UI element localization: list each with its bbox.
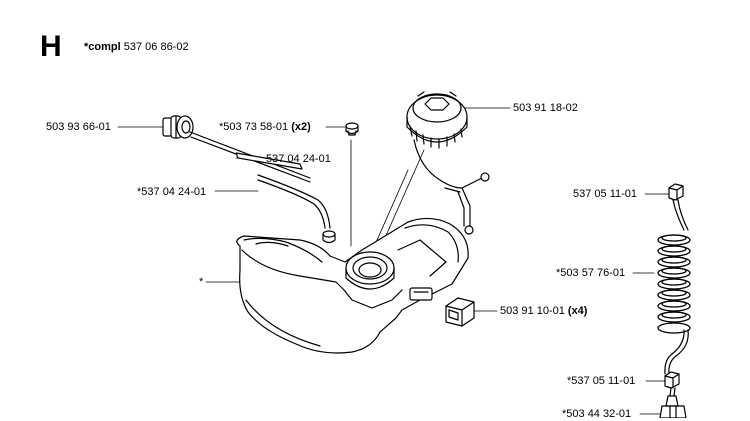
- tank-mount-tab: [409, 287, 433, 301]
- callout-hose-lower: *537 04 24-01: [137, 186, 207, 198]
- fuel-cap-part: [406, 91, 490, 235]
- assembly-number: *compl 537 06 86-02: [84, 41, 189, 53]
- fuel-tank-part: [236, 217, 469, 354]
- callout-fuel-filter: *503 44 32-01: [562, 408, 632, 420]
- leader-lines: [117, 107, 671, 415]
- grommet-part: [345, 122, 359, 136]
- callout-fuel-tank: *: [199, 276, 204, 288]
- callout-damper: 503 91 10-01 (x4): [500, 305, 588, 317]
- callout-fuel-cap: 503 91 18-02: [513, 102, 578, 114]
- fitting-top-part: [668, 183, 684, 201]
- hose-lower-part: [257, 174, 331, 229]
- grommet-on-tank: [322, 230, 336, 244]
- callout-grommet: *503 73 58-01 (x2): [219, 121, 311, 133]
- callout-fitting-bottom: *537 05 11-01: [567, 375, 636, 387]
- callout-hose-upper: 537 04 24-01: [266, 153, 331, 165]
- section-letter: H: [40, 30, 62, 63]
- fitting-bottom-part: [664, 371, 680, 397]
- callout-coil-hose: *503 57 76-01: [556, 267, 626, 279]
- filler-neck: [345, 251, 395, 290]
- damper-part: [445, 297, 475, 327]
- fuel-filter-part: [659, 395, 687, 418]
- callout-breather-valve: 503 93 66-01: [46, 121, 111, 133]
- callout-fitting-top: 537 05 11-01: [573, 188, 638, 200]
- breather-valve-part: [162, 115, 194, 139]
- hose-upper-part: [189, 131, 311, 183]
- coil-hose-part: [657, 199, 691, 375]
